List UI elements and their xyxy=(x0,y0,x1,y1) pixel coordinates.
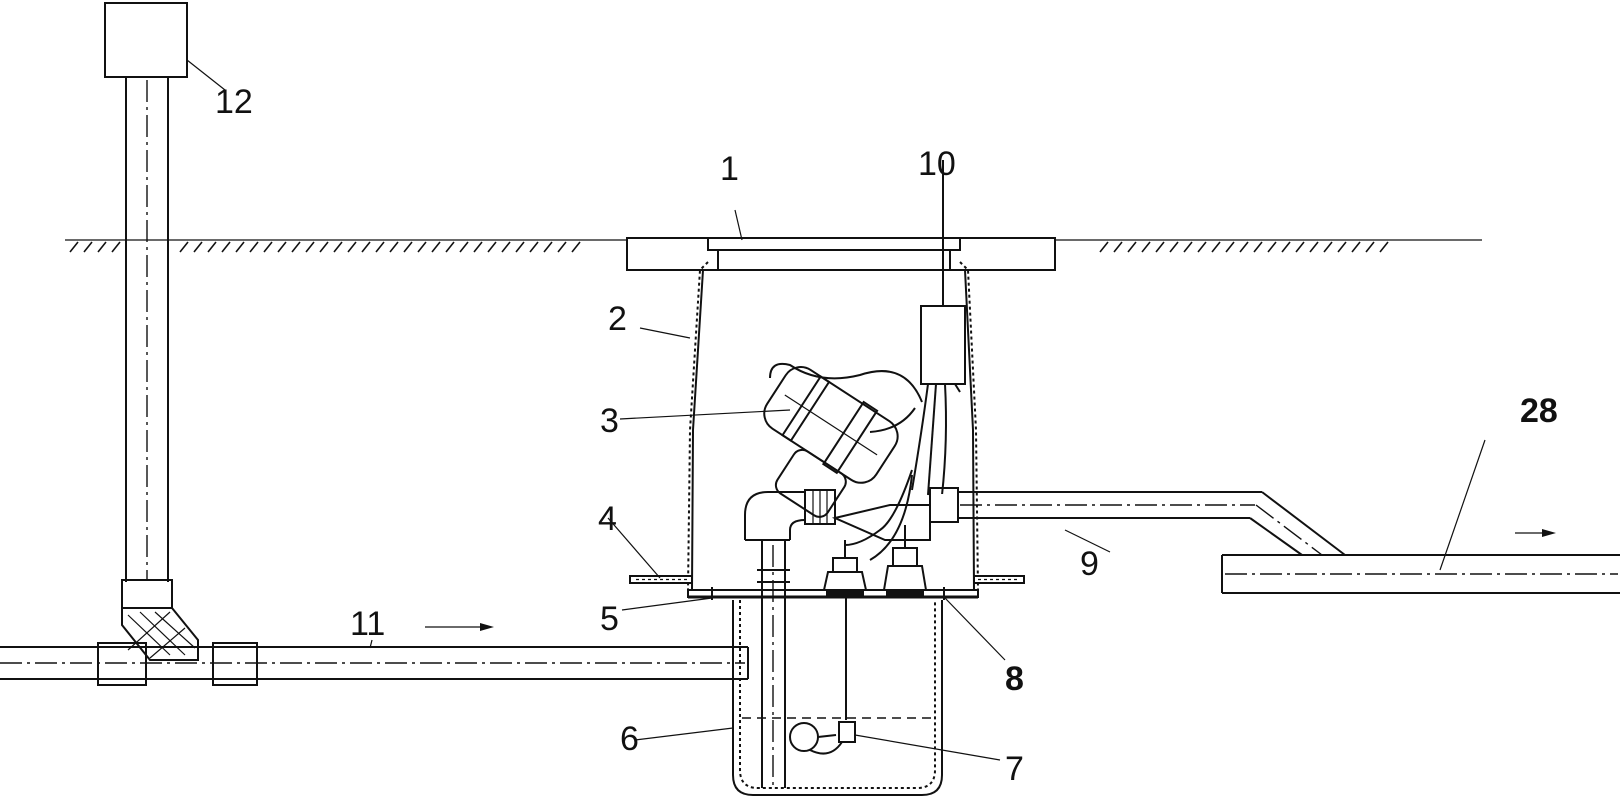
ground-hatch-mark xyxy=(515,241,525,253)
label-11: 11 xyxy=(350,605,385,643)
ground-hatch-mark xyxy=(291,241,301,253)
flange-plate-4 xyxy=(629,575,1025,584)
label-7: 7 xyxy=(1005,750,1024,788)
ground-hatch-mark xyxy=(235,241,245,253)
ground-hatch-mark xyxy=(1309,241,1319,253)
ground-hatch-mark xyxy=(1281,241,1291,253)
vent-cap-12 xyxy=(104,2,188,78)
inlet-pipe-11 xyxy=(0,642,749,686)
ground-hatch-mark xyxy=(1113,241,1123,253)
ground-hatch-mark xyxy=(445,241,455,253)
label-12: 12 xyxy=(215,83,253,121)
ground-hatch-mark xyxy=(1323,241,1333,253)
ground-hatch-mark xyxy=(543,241,553,253)
ground-hatch-mark xyxy=(1155,241,1165,253)
ground-hatch-mark xyxy=(1225,241,1235,253)
discharge-pipe-9 xyxy=(929,487,1346,556)
ground-hatch-mark xyxy=(221,241,231,253)
ground-hatch-mark xyxy=(97,241,107,253)
ground-hatch-mark xyxy=(1197,241,1207,253)
ground-hatch-left xyxy=(69,241,581,253)
label-5: 5 xyxy=(600,600,619,638)
ground-hatch-mark xyxy=(83,241,93,253)
ground-hatch-mark xyxy=(277,241,287,253)
lower-tank-6 xyxy=(732,600,943,796)
ground-hatch-mark xyxy=(389,241,399,253)
ground-hatch-mark xyxy=(347,241,357,253)
ground-hatch-mark xyxy=(1337,241,1347,253)
ground-hatch-mark xyxy=(1127,241,1137,253)
ground-hatch-mark xyxy=(403,241,413,253)
float-switch-7 xyxy=(789,596,856,755)
vent-pipe xyxy=(121,77,199,661)
ground-hatch-mark xyxy=(1211,241,1221,253)
ground-hatch-mark xyxy=(319,241,329,253)
ground-hatch-mark xyxy=(361,241,371,253)
label-8: 8 xyxy=(1005,660,1024,698)
elbow-crosshatch xyxy=(127,611,196,659)
ground-hatch-mark xyxy=(1365,241,1375,253)
control-box-10 xyxy=(920,160,966,385)
label-2: 2 xyxy=(608,300,627,338)
ground-hatch-mark xyxy=(305,241,315,253)
ground-hatch-mark xyxy=(473,241,483,253)
ground-hatch-mark xyxy=(431,241,441,253)
ground-hatch-mark xyxy=(111,241,121,253)
ground-hatch-mark xyxy=(207,241,217,253)
ground-hatch-mark xyxy=(1239,241,1249,253)
label-4: 4 xyxy=(598,500,617,538)
ground-hatch-mark xyxy=(529,241,539,253)
ground-surface xyxy=(65,239,1482,253)
outlet-flow-arrow xyxy=(1515,529,1556,537)
ground-hatch-mark xyxy=(1351,241,1361,253)
ground-hatch-mark xyxy=(1183,241,1193,253)
manhole-lid-1 xyxy=(707,237,961,271)
pump-unit-3 xyxy=(763,366,931,541)
ground-hatch-mark xyxy=(1169,241,1179,253)
label-9: 9 xyxy=(1080,545,1099,583)
callout-labels: 12 1 10 2 3 4 5 11 6 7 8 9 28 xyxy=(215,83,1558,788)
leader-lines xyxy=(186,59,1486,761)
chamber-wall-2 xyxy=(687,261,979,591)
surface-slab xyxy=(626,237,1056,271)
power-cables xyxy=(769,362,961,561)
level-sensor-8 xyxy=(822,525,928,597)
ground-hatch-mark xyxy=(1295,241,1305,253)
main-sewer-28 xyxy=(1221,554,1620,594)
label-1: 1 xyxy=(720,150,739,188)
ground-hatch-mark xyxy=(1253,241,1263,253)
ground-hatch-mark xyxy=(69,241,79,253)
ground-hatch-mark xyxy=(557,241,567,253)
ground-hatch-mark xyxy=(333,241,343,253)
inlet-flow-arrow xyxy=(425,623,494,631)
ground-hatch-mark xyxy=(263,241,273,253)
label-6: 6 xyxy=(620,720,639,758)
label-3: 3 xyxy=(600,402,619,440)
ground-hatch-mark xyxy=(1099,241,1109,253)
label-10: 10 xyxy=(918,145,956,183)
ground-hatch-mark xyxy=(249,241,259,253)
ground-hatch-right xyxy=(1099,241,1389,253)
ground-hatch-mark xyxy=(1267,241,1277,253)
ground-hatch-mark xyxy=(375,241,385,253)
ground-hatch-mark xyxy=(1141,241,1151,253)
suction-pipe xyxy=(744,489,836,788)
ground-hatch-mark xyxy=(417,241,427,253)
ground-hatch-mark xyxy=(571,241,581,253)
ground-hatch-mark xyxy=(501,241,511,253)
ground-hatch-mark xyxy=(193,241,203,253)
ground-hatch-mark xyxy=(487,241,497,253)
ground-hatch-mark xyxy=(179,241,189,253)
ground-hatch-mark xyxy=(459,241,469,253)
label-28: 28 xyxy=(1520,392,1558,430)
ground-hatch-mark xyxy=(1379,241,1389,253)
